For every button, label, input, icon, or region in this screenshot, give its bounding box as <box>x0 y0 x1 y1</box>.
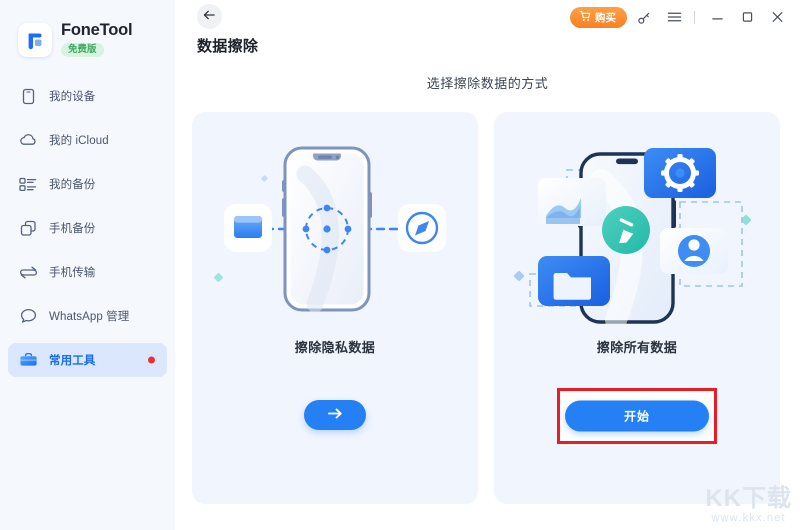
sidebar-item-label: 我的备份 <box>49 179 96 191</box>
phone-erase-all-illustration <box>494 134 780 329</box>
key-icon[interactable] <box>631 5 657 29</box>
sidebar-item-label: 手机备份 <box>49 223 96 235</box>
sidebar-item-label: 手机传输 <box>49 267 96 279</box>
sidebar-item-whatsapp-manage[interactable]: WhatsApp 管理 <box>8 299 167 333</box>
sidebar-item-phone-transfer[interactable]: 手机传输 <box>8 255 167 289</box>
arrow-right-icon <box>327 407 344 423</box>
chat-bubble-icon <box>18 306 38 326</box>
sidebar-item-phone-backup[interactable]: 手机备份 <box>8 211 167 245</box>
brand: FoneTool 免费版 <box>0 0 175 57</box>
card-title: 擦除隐私数据 <box>294 340 376 355</box>
sidebar-item-my-icloud[interactable]: 我的 iCloud <box>8 123 167 157</box>
cloud-icon <box>18 130 38 150</box>
erase-private-data-button[interactable] <box>304 400 366 430</box>
sidebar-item-my-backup[interactable]: 我的备份 <box>8 167 167 201</box>
shopping-cart-icon <box>579 10 591 25</box>
sidebar-item-label: 常用工具 <box>49 355 96 367</box>
sidebar-item-label: 我的 iCloud <box>49 135 109 147</box>
brand-name: FoneTool <box>61 21 133 39</box>
fonetool-logo-icon <box>18 22 52 57</box>
sidebar-item-label: 我的设备 <box>49 91 96 103</box>
close-icon[interactable] <box>764 5 790 29</box>
titlebar-divider <box>694 10 695 24</box>
hamburger-menu-icon[interactable] <box>661 5 687 29</box>
minimize-icon[interactable] <box>704 5 730 29</box>
card-title: 擦除所有数据 <box>596 340 678 355</box>
maximize-icon[interactable] <box>734 5 760 29</box>
page-title: 数据擦除 <box>197 38 259 55</box>
sidebar-nav: 我的设备 我的 iCloud <box>0 79 175 377</box>
notification-dot-badge <box>148 356 155 364</box>
start-button[interactable]: 开始 <box>565 400 709 432</box>
window-titlebar: 购买 <box>175 0 800 30</box>
transfer-arrows-icon <box>18 262 38 282</box>
sidebar-item-my-device[interactable]: 我的设备 <box>8 79 167 113</box>
list-icon <box>18 174 38 194</box>
sidebar: FoneTool 免费版 我的设备 我的 iCloud <box>0 0 175 530</box>
phone-icon <box>18 86 38 106</box>
section-heading: 选择擦除数据的方式 <box>426 76 549 91</box>
back-arrow-icon <box>203 9 216 24</box>
card-erase-all-data[interactable]: 擦除所有数据 开始 <box>494 112 780 504</box>
sidebar-item-common-tools[interactable]: 常用工具 <box>8 343 167 377</box>
card-erase-private-data[interactable]: 擦除隐私数据 <box>192 112 478 504</box>
copy-stack-icon <box>18 218 38 238</box>
buy-button-label: 购买 <box>595 11 616 24</box>
watermark-url: www.kkx.net <box>711 512 786 524</box>
buy-button[interactable]: 购买 <box>570 6 627 28</box>
phone-scan-privacy-illustration <box>192 134 478 329</box>
toolbox-icon <box>18 350 38 370</box>
main-content: 购买 <box>175 0 800 530</box>
brand-text: FoneTool 免费版 <box>61 21 133 57</box>
edition-badge: 免费版 <box>61 43 104 57</box>
back-button[interactable] <box>197 4 222 29</box>
sidebar-item-label: WhatsApp 管理 <box>49 311 130 323</box>
highlight-annotation: 开始 <box>557 388 717 444</box>
erase-options: 擦除隐私数据 <box>192 112 780 504</box>
